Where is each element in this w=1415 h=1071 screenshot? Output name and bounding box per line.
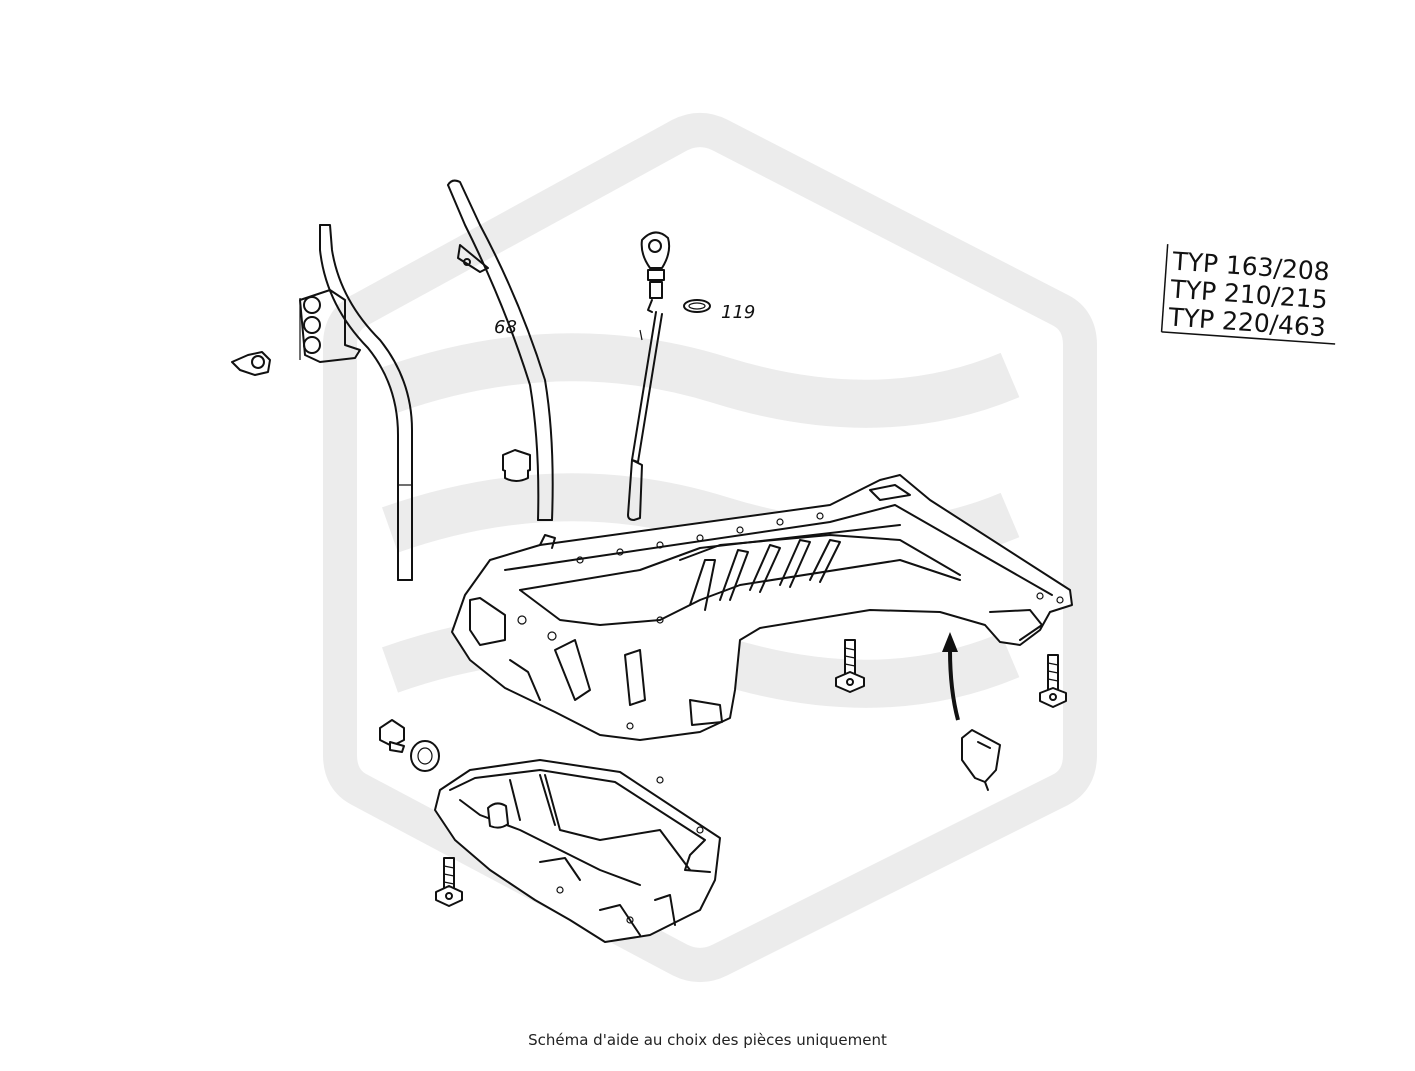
bolt-right	[1039, 654, 1067, 708]
seal-ring	[683, 299, 711, 313]
label-119: 119	[721, 302, 755, 323]
drain-washer	[410, 740, 440, 772]
model-type-box: TYP 163/208 TYP 210/215 TYP 220/463	[1160, 244, 1336, 345]
bolt-middle	[835, 639, 865, 693]
baffle-plate	[961, 729, 1001, 791]
drain-plug	[379, 719, 405, 753]
model-box-left-rule	[1160, 244, 1169, 332]
guide-tube	[319, 224, 413, 581]
watermark-hexagon	[323, 113, 1097, 982]
dipstick	[627, 231, 671, 521]
watermark-wave-1	[382, 333, 1020, 428]
model-box-bottom-rule	[1161, 331, 1336, 345]
dipstick-tube	[447, 179, 554, 521]
small-clip	[231, 351, 271, 376]
lower-oil-pan	[434, 759, 721, 943]
clip-bracket	[299, 289, 361, 363]
label-68: 68	[494, 317, 517, 338]
bolt-lower	[435, 857, 463, 907]
upper-oil-pan	[451, 474, 1073, 741]
plug-upper	[502, 449, 531, 482]
assembly-arrow	[942, 632, 960, 721]
footer-caption: Schéma d'aide au choix des pièces unique…	[528, 1031, 887, 1049]
